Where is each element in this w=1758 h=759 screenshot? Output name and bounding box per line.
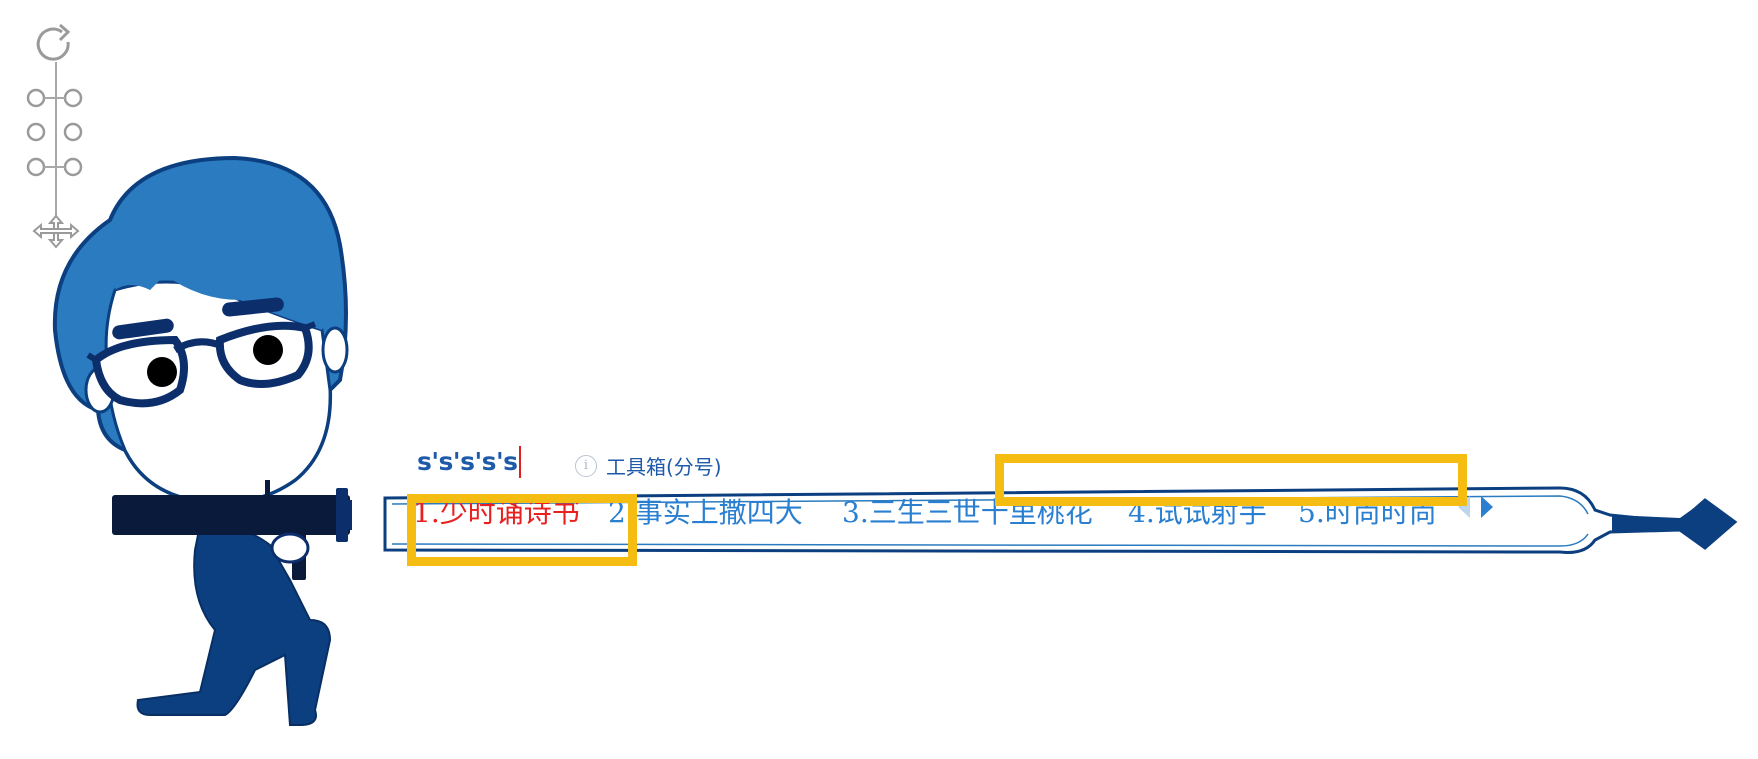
selection-handles — [26, 23, 83, 249]
character-eyebrows — [112, 297, 284, 340]
character-body — [136, 523, 332, 726]
brush-tip-icon — [1612, 500, 1735, 548]
ime-candidate-1[interactable]: 1.少时诵诗书 — [413, 496, 580, 529]
ime-candidate-3[interactable]: 3.三生三世十里桃花 — [842, 496, 1093, 529]
ime-toolbox-hint[interactable]: i 工具箱(分号) — [575, 451, 722, 480]
bazooka-icon — [112, 480, 352, 580]
ime-composition-input[interactable]: s's's's's — [417, 447, 518, 476]
character-glasses — [86, 321, 317, 408]
move-arrows-icon[interactable] — [32, 214, 80, 249]
character-hand — [270, 532, 310, 564]
ime-candidate-4[interactable]: 4.试试射手 — [1128, 496, 1267, 529]
info-icon: i — [575, 454, 597, 477]
cartoon-character-illustration — [52, 155, 352, 726]
toolbox-label: 工具箱(分号) — [606, 455, 722, 479]
triangle-left-icon[interactable] — [1458, 496, 1470, 518]
text-caret — [519, 446, 521, 478]
ime-candidate-2[interactable]: 2.事实上撒四大 — [608, 496, 803, 529]
rotate-icon[interactable] — [36, 23, 71, 61]
ime-candidate-5[interactable]: 5.时尚时尚 — [1298, 496, 1437, 529]
triangle-right-icon[interactable] — [1481, 496, 1493, 518]
